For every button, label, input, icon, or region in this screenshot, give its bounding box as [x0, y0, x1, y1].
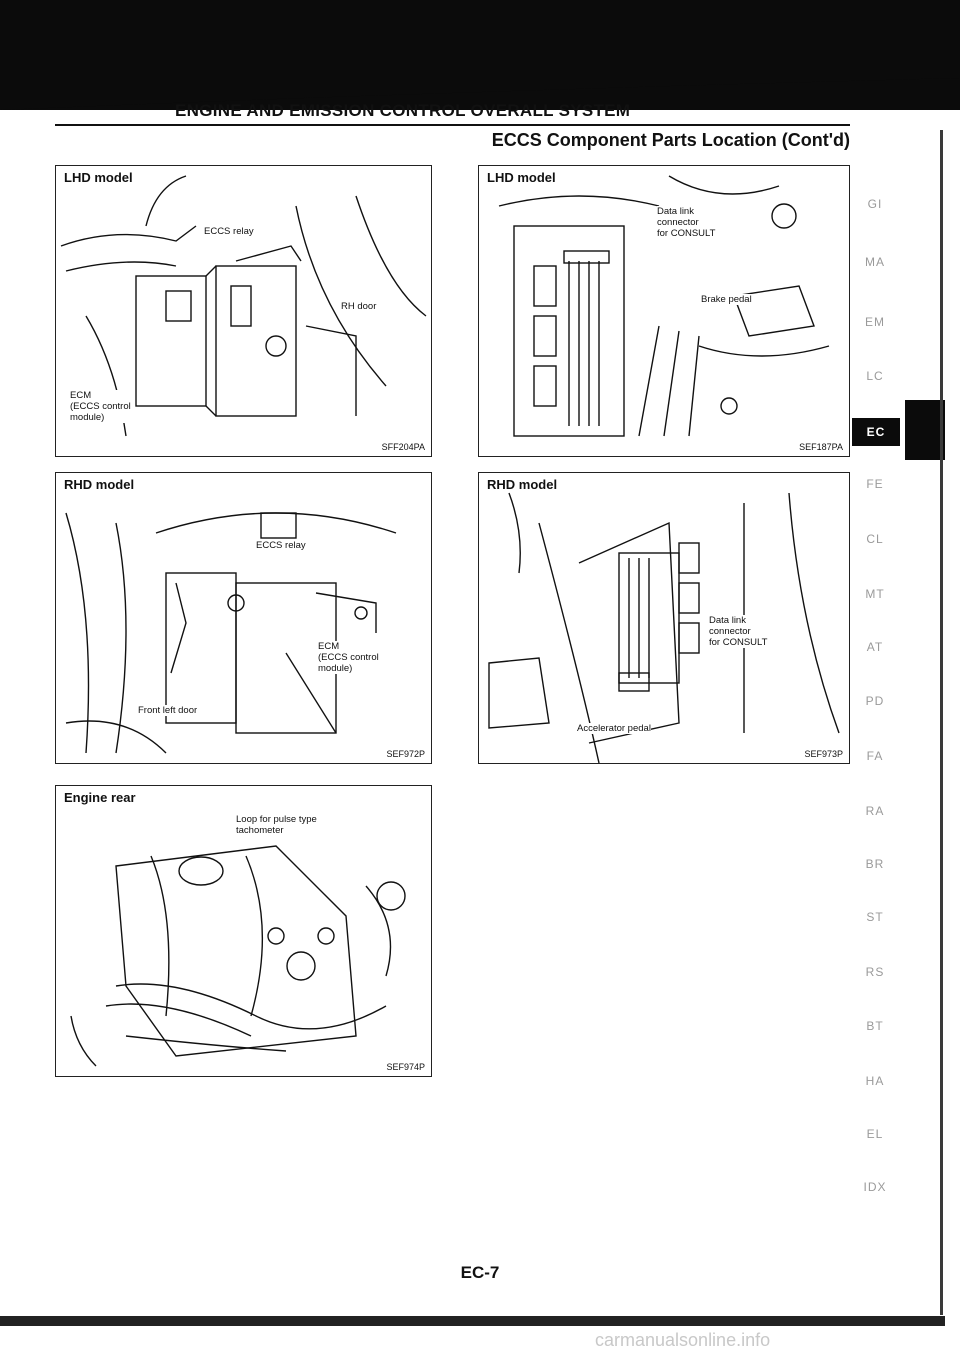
tab-at[interactable]: AT [866, 640, 884, 654]
tab-mt[interactable]: MT [865, 587, 885, 601]
tab-idx[interactable]: IDX [863, 1180, 887, 1194]
callout-rh-door: RH door [341, 301, 377, 312]
tab-ec[interactable]: EC [852, 418, 900, 446]
bottom-rule [0, 1316, 945, 1326]
figure-engine-rear-drawing [70, 845, 406, 1067]
tab-lc[interactable]: LC [866, 369, 884, 383]
figure-code: SFF204PA [381, 442, 425, 452]
figure-rhd-ecm: RHD model ECCS relay ECM (ECCS control m… [55, 472, 432, 764]
callout-data-link: Data link connector for CONSULT [709, 615, 768, 648]
section-title: ENGINE AND EMISSION CONTROL OVERALL SYST… [175, 101, 631, 120]
figure-code: SEF972P [386, 749, 425, 759]
callout-data-link: Data link connector for CONSULT [657, 206, 716, 239]
sub-title: ECCS Component Parts Location (Cont'd) [491, 130, 850, 150]
figure-lhd-data-link-drawing [498, 175, 830, 437]
tab-rs[interactable]: RS [865, 965, 885, 979]
figure-title: Engine rear [64, 790, 140, 805]
tab-bt[interactable]: BT [866, 1019, 884, 1033]
figure-code: SEF973P [804, 749, 843, 759]
tab-st[interactable]: ST [866, 910, 884, 924]
callout-accelerator-pedal: Accelerator pedal [577, 723, 651, 734]
figure-rhd-data-link-drawing [488, 492, 840, 763]
figure-title: RHD model [487, 477, 562, 492]
figure-title: LHD model [487, 170, 560, 185]
tab-cl[interactable]: CL [866, 532, 884, 546]
page-number: EC-7 [460, 1263, 500, 1282]
callout-loop-tachometer: Loop for pulse type tachometer [236, 814, 317, 836]
callout-eccs-relay: ECCS relay [256, 540, 306, 551]
callout-ecm: ECM (ECCS control module) [318, 641, 379, 674]
tab-gi[interactable]: GI [867, 197, 883, 211]
figure-rhd-data-link: RHD model Data link connector for CONSUL… [478, 472, 850, 764]
figure-title: RHD model [64, 477, 139, 492]
title-rule [55, 124, 850, 126]
tab-fe[interactable]: FE [866, 477, 884, 491]
callout-ecm: ECM (ECCS control module) [70, 390, 131, 423]
figure-rhd-ecm-drawing [65, 512, 397, 754]
figure-lhd-ecm: LHD model ECCS relay RH door ECM (ECCS c… [55, 165, 432, 457]
tab-em[interactable]: EM [865, 315, 885, 329]
tab-ha[interactable]: HA [865, 1074, 885, 1088]
tab-ra[interactable]: RA [865, 804, 885, 818]
figure-engine-rear: Engine rear Loop for pulse type tachomet… [55, 785, 432, 1077]
tab-br[interactable]: BR [865, 857, 885, 871]
figure-code: SEF187PA [799, 442, 843, 452]
tab-fa[interactable]: FA [866, 749, 884, 763]
callout-front-left-door: Front left door [138, 705, 198, 716]
watermark: carmanualsonline.info [595, 1330, 771, 1350]
figure-title: LHD model [64, 170, 137, 185]
tab-el[interactable]: EL [866, 1127, 884, 1141]
header-curve [0, 70, 960, 110]
figure-code: SEF974P [386, 1062, 425, 1072]
tab-ma[interactable]: MA [865, 255, 885, 269]
active-section-edge-marker [905, 400, 945, 460]
figure-lhd-data-link: LHD model Data link connector for CONSUL… [478, 165, 850, 457]
callout-brake-pedal: Brake pedal [701, 294, 752, 305]
callout-eccs-relay: ECCS relay [204, 226, 254, 237]
right-edge-rule [940, 130, 943, 1315]
tab-pd[interactable]: PD [865, 694, 885, 708]
